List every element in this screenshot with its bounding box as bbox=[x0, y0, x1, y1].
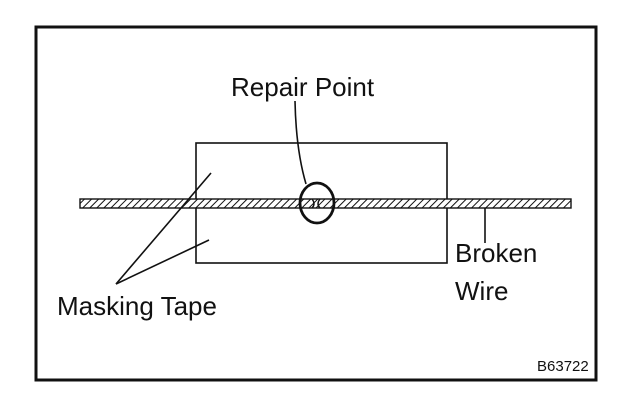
broken-wire-label-line2: Wire bbox=[455, 276, 508, 306]
wire-break-mark bbox=[311, 198, 321, 209]
figure-code: B63722 bbox=[537, 358, 589, 375]
broken-wire bbox=[79, 198, 572, 209]
repair-point-leader bbox=[294, 100, 307, 185]
masking-tape-leader-upper bbox=[115, 172, 212, 285]
masking-tape-label: Masking Tape bbox=[57, 291, 217, 321]
broken-wire-label-line1: Broken bbox=[455, 238, 537, 268]
masking-tape-leader-lower bbox=[115, 239, 210, 285]
repair-point-label: Repair Point bbox=[231, 72, 375, 102]
repair-point-circle bbox=[298, 181, 336, 225]
